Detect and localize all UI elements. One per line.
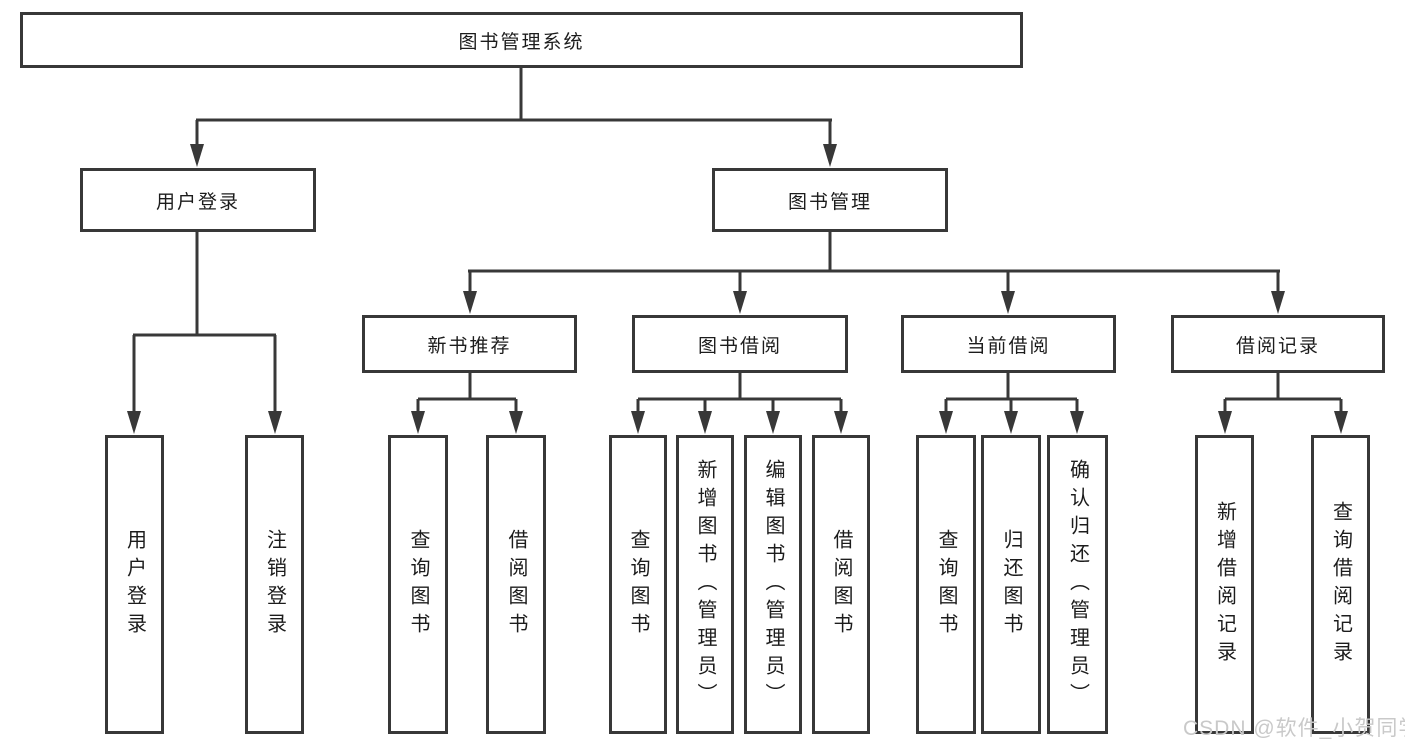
leaf-label: 新增借阅记录 (1213, 500, 1236, 669)
leaf-label: 编辑图书（管理员） (762, 458, 784, 711)
leaf-borrow-book: 借阅图书 (812, 435, 870, 734)
node-root-system: 图书管理系统 (20, 12, 1023, 68)
leaf-confirm-return-admin: 确认归还（管理员） (1047, 435, 1108, 734)
leaf-label: 借阅图书 (505, 528, 527, 641)
node-book-management-branch: 图书管理 (712, 168, 948, 232)
node-new-book-recommend: 新书推荐 (362, 315, 577, 373)
node-user-login-branch: 用户登录 (80, 168, 316, 232)
leaf-add-borrow-record: 新增借阅记录 (1195, 435, 1254, 734)
node-current-borrow: 当前借阅 (901, 315, 1116, 373)
leaf-label: 归还图书 (1000, 528, 1022, 641)
leaf-query-book-recommend: 查询图书 (388, 435, 448, 734)
leaf-edit-book-admin: 编辑图书（管理员） (744, 435, 802, 734)
leaf-query-book-borrow: 查询图书 (609, 435, 667, 734)
node-book-borrow: 图书借阅 (632, 315, 848, 373)
leaf-label: 查询图书 (407, 528, 429, 641)
leaf-label: 查询借阅记录 (1329, 500, 1352, 669)
leaf-label: 注销登录 (263, 528, 286, 641)
leaf-label: 查询图书 (935, 528, 957, 641)
leaf-label: 查询图书 (627, 528, 649, 641)
leaf-label: 新增图书（管理员） (694, 458, 716, 711)
leaf-label: 确认归还（管理员） (1066, 458, 1089, 711)
leaf-return-book: 归还图书 (981, 435, 1041, 734)
leaf-query-book-current: 查询图书 (916, 435, 976, 734)
leaf-label: 借阅图书 (830, 528, 852, 641)
node-borrow-records: 借阅记录 (1171, 315, 1385, 373)
watermark: CSDN @软件_小贺同学 (1183, 717, 1405, 740)
leaf-label: 用户登录 (123, 528, 146, 641)
leaf-add-book-admin: 新增图书（管理员） (676, 435, 734, 734)
leaf-borrow-book-recommend: 借阅图书 (486, 435, 546, 734)
leaf-logout-login: 注销登录 (245, 435, 304, 734)
leaf-query-borrow-record: 查询借阅记录 (1311, 435, 1370, 734)
leaf-user-login: 用户登录 (105, 435, 164, 734)
